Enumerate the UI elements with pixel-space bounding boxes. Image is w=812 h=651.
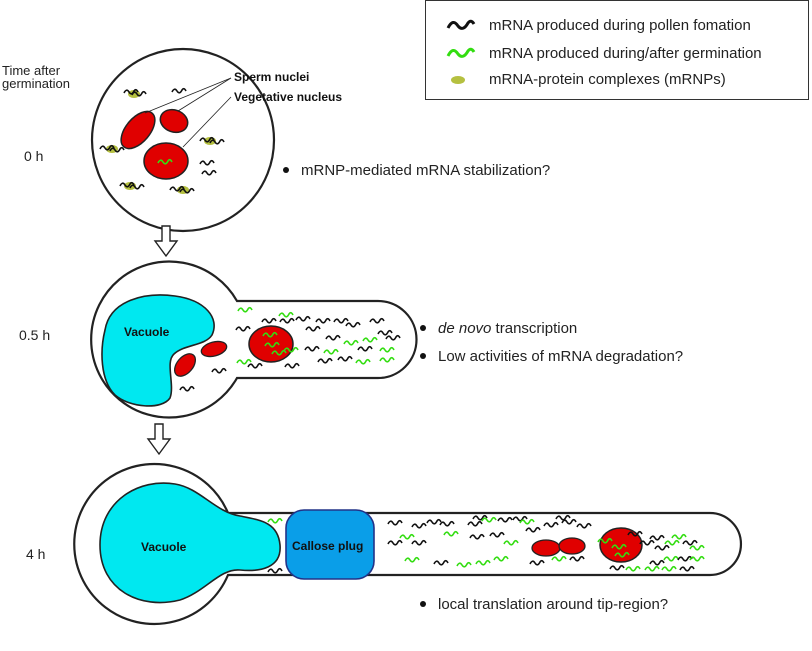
time-label-4h: 4 h xyxy=(26,546,46,562)
down-arrow-icon xyxy=(146,423,172,456)
time-title-line1: Time after xyxy=(2,63,61,78)
legend-item-new-mrna: mRNA produced during/after germination xyxy=(426,43,808,65)
sperm-nucleus xyxy=(200,340,228,358)
pollen-tube-wall xyxy=(73,462,743,626)
bullet-italic-text: de novo xyxy=(438,320,492,337)
bullet-text: mRNP-mediated mRNA stabilization? xyxy=(301,162,551,179)
bullet-local-translation: local translation around tip-region? xyxy=(420,596,668,613)
mrnp-ellipse-icon xyxy=(451,76,465,84)
legend-label: mRNA-protein complexes (mRNPs) xyxy=(489,71,726,88)
bullet-text: Low activities of mRNA degradation? xyxy=(438,348,684,365)
green-wave-icon xyxy=(446,47,476,58)
sperm-nucleus xyxy=(558,537,586,555)
pollen-tube-4h xyxy=(73,462,743,626)
bullet-dot xyxy=(283,167,289,174)
bullet-transcription: de novo transcription xyxy=(420,320,577,337)
vacuole xyxy=(99,482,281,604)
leader-line xyxy=(182,96,232,148)
callose-plug-label: Callose plug xyxy=(292,539,363,553)
vegetative-nucleus xyxy=(248,325,294,363)
black-wave-icon xyxy=(446,19,476,30)
vegetative-nucleus-label: Vegetative nucleus xyxy=(234,90,343,104)
vegetative-nucleus xyxy=(599,527,643,563)
vacuole xyxy=(101,294,215,407)
sperm-nucleus xyxy=(531,539,561,557)
sperm-nucleus xyxy=(159,108,189,134)
down-arrow-icon xyxy=(153,225,179,258)
leader-line xyxy=(144,77,232,114)
legend-item-old-mrna: mRNA produced during pollen fomation xyxy=(426,15,808,37)
bullet-degradation: Low activities of mRNA degradation? xyxy=(420,348,683,365)
bullet-dot xyxy=(420,353,426,360)
pollen-grain-0h xyxy=(90,47,276,233)
bullet-dot xyxy=(420,601,426,608)
time-title-line2: germination xyxy=(2,76,70,91)
bullet-dot xyxy=(420,325,426,332)
vacuole-label: Vacuole xyxy=(141,540,187,554)
legend: mRNA produced during pollen fomation mRN… xyxy=(425,0,809,100)
sperm-nuclei-label: Sperm nuclei xyxy=(234,70,310,84)
bullet-text: transcription xyxy=(491,320,578,337)
legend-label: mRNA produced during/after germination xyxy=(489,45,762,62)
vacuole-label: Vacuole xyxy=(124,325,170,339)
legend-label: mRNA produced during pollen fomation xyxy=(489,17,751,34)
leader-line xyxy=(177,77,232,112)
time-label-0-5h: 0.5 h xyxy=(19,327,51,343)
bullet-stabilization: mRNP-mediated mRNA stabilization? xyxy=(283,162,550,179)
legend-item-mrnp: mRNA-protein complexes (mRNPs) xyxy=(426,69,808,91)
pollen-tube-0-5h xyxy=(90,260,418,419)
vegetative-nucleus xyxy=(143,142,189,180)
sperm-nucleus xyxy=(120,110,156,150)
bullet-text: local translation around tip-region? xyxy=(438,596,669,613)
mrnp-cluster xyxy=(99,88,225,194)
time-label-0h: 0 h xyxy=(24,148,44,164)
time-axis-title: Time after germination xyxy=(2,64,70,90)
sperm-nucleus xyxy=(173,353,197,377)
callose-plug xyxy=(285,509,375,580)
